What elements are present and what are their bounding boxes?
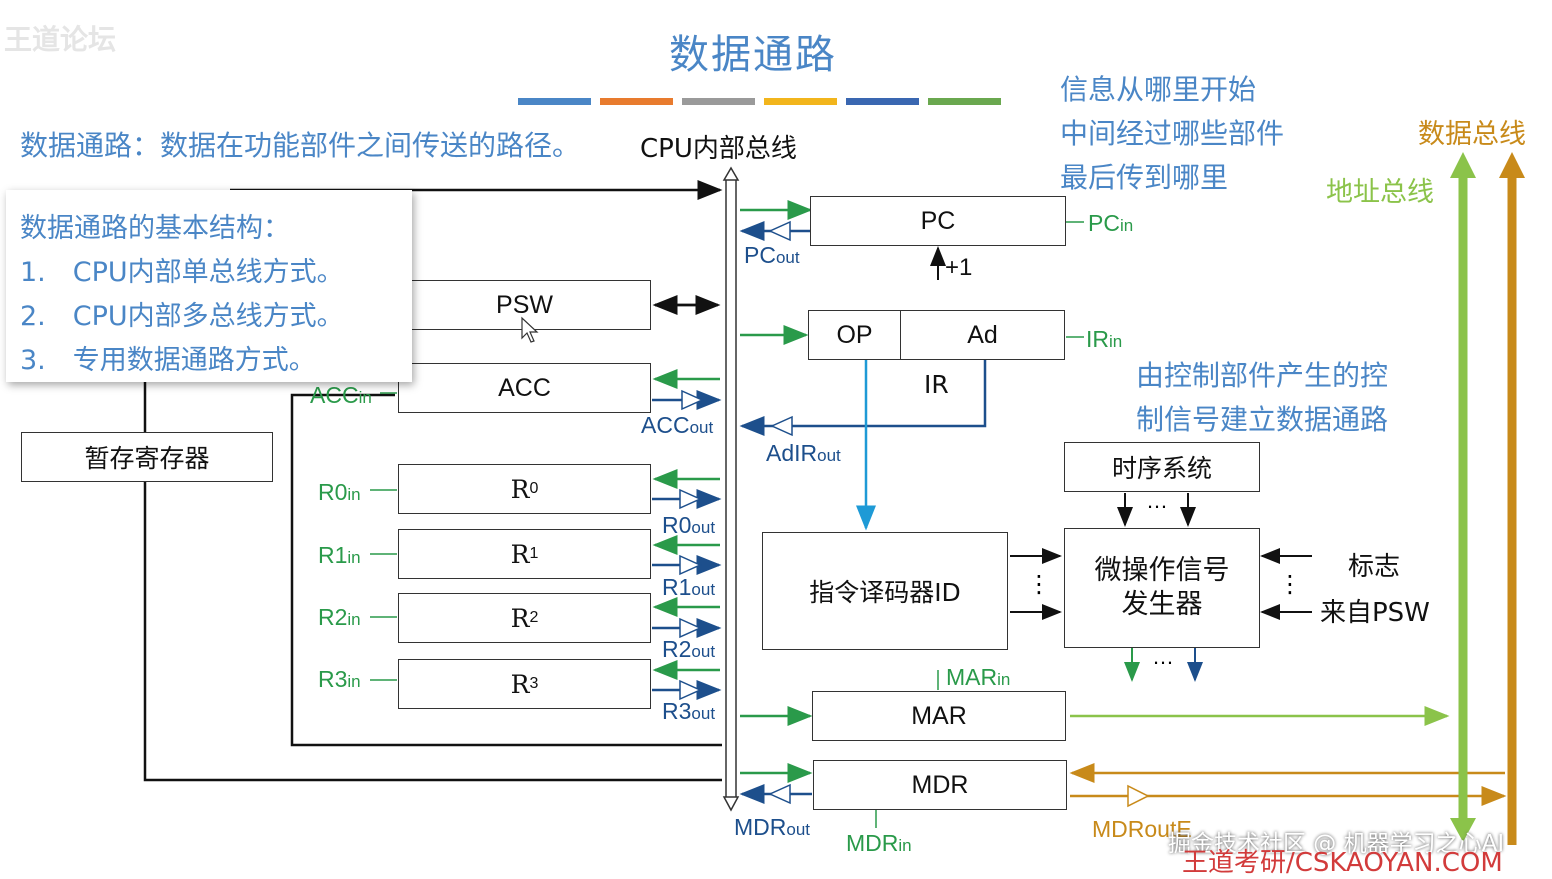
micro-op-generator: 微操作信号 发生器 [1064, 528, 1260, 648]
watermark-top: 王道论坛 [4, 23, 117, 56]
acc-out-signal: ACCout [641, 412, 714, 438]
from-psw-label: 来自PSW [1320, 598, 1430, 628]
r1-subscript: 1 [529, 545, 539, 562]
title-color-bar [764, 98, 837, 105]
watermark-site: 王道考研/CSKAOYAN.COM [1182, 848, 1503, 878]
r0-subscript: 0 [529, 480, 539, 497]
title-color-bar [928, 98, 1001, 105]
r1-in-signal: R1in [318, 542, 361, 568]
mar-in-signal: MARin [946, 664, 1011, 690]
temp-register: 暂存寄存器 [21, 432, 273, 482]
definition-text: 数据通路：数据在功能部件之间传送的路径。 [20, 129, 581, 162]
ir-in-signal: IRin [1086, 326, 1123, 352]
r2-out-signal: R2out [662, 636, 716, 662]
data-bus [1499, 152, 1525, 845]
panel-item-3: 3. 专用数据通路方式。 [20, 345, 316, 376]
acc-register: ACC [398, 363, 651, 413]
r1-out-signal: R1out [662, 574, 716, 600]
r2-label: R [510, 603, 530, 633]
instruction-decoder: 指令译码器ID [762, 532, 1008, 650]
micro-op-line2: 发生器 [1121, 589, 1203, 620]
question-through: 中间经过哪些部件 [1060, 117, 1285, 150]
r3-label: R [510, 669, 530, 699]
title-color-bar [600, 98, 673, 105]
control-note-line2: 制信号建立数据通路 [1136, 403, 1389, 436]
op-field: OP [808, 310, 901, 360]
title-color-bar [682, 98, 755, 105]
mouse-cursor-icon [521, 316, 539, 343]
ir-label: IR [924, 370, 949, 399]
control-ellipsis: … [1152, 644, 1174, 669]
r0-out-signal: R0out [662, 512, 716, 538]
r3-subscript: 3 [529, 675, 539, 692]
decoder-vdots: ⋮ [1027, 571, 1051, 598]
flags-vdots: ⋮ [1278, 571, 1302, 598]
mdr-out-signal: MDRout [734, 814, 811, 840]
watermark-community: 掘金技术社区 @ 机器学习之心AI [1168, 831, 1505, 857]
structure-panel: 数据通路的基本结构： 1. CPU内部单总线方式。 2. CPU内部多总线方式。… [6, 190, 412, 382]
flags-label: 标志 [1348, 552, 1401, 582]
internal-bus [722, 166, 740, 812]
question-end: 最后传到哪里 [1060, 161, 1229, 194]
r1-label: R [510, 539, 530, 569]
panel-heading: 数据通路的基本结构： [20, 213, 290, 244]
micro-op-line1: 微操作信号 [1094, 555, 1230, 586]
pc-increment: +1 [945, 254, 973, 281]
question-start: 信息从哪里开始 [1060, 73, 1257, 106]
address-bus-label: 地址总线 [1326, 177, 1434, 208]
internal-bus-label: CPU内部总线 [640, 134, 797, 164]
timing-system: 时序系统 [1064, 442, 1260, 492]
title-color-bar [518, 98, 591, 105]
page-title: 数据通路 [669, 32, 837, 78]
timing-ellipsis: … [1146, 488, 1168, 513]
control-note-line1: 由控制部件产生的控 [1136, 359, 1389, 392]
title-color-bar [846, 98, 919, 105]
mar-register: MAR [812, 691, 1066, 741]
mdr-out-e-signal: MDRoutE [1092, 816, 1192, 842]
r3-out-signal: R3out [662, 698, 716, 724]
r2-subscript: 2 [529, 609, 539, 626]
address-bus [1450, 152, 1476, 842]
mdr-in-signal: MDRin [846, 830, 912, 856]
panel-item-2: 2. CPU内部多总线方式。 [20, 301, 344, 332]
data-bus-label: 数据总线 [1418, 119, 1526, 150]
ir-register: OP Ad IR [808, 310, 1065, 428]
r3-in-signal: R3in [318, 666, 361, 692]
r2-in-signal: R2in [318, 604, 361, 630]
panel-item-1: 1. CPU内部单总线方式。 [20, 257, 344, 288]
r0-in-signal: R0in [318, 479, 361, 505]
ad-field: Ad [900, 310, 1065, 360]
mdr-register: MDR [813, 760, 1067, 810]
pc-in-signal: PCin [1088, 210, 1134, 236]
acc-in-signal: ACCin [310, 382, 372, 408]
pc-out-signal: PCout [744, 242, 800, 268]
pc-register: PC [810, 196, 1066, 246]
r0-label: R [510, 474, 530, 504]
ad-ir-out-signal: AdIRout [766, 440, 841, 466]
